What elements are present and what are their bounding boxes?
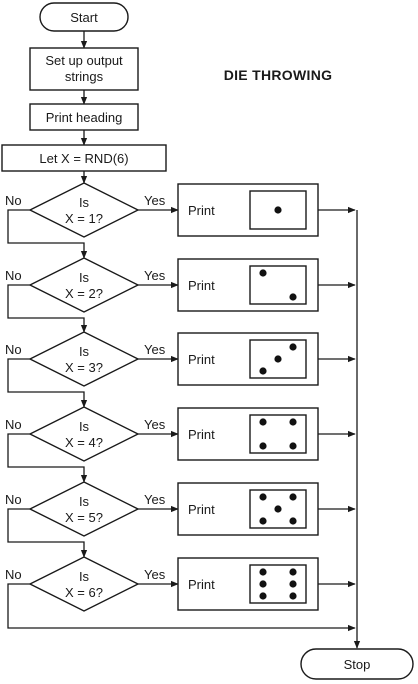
decision-condition-label-6: X = 6? bbox=[65, 585, 103, 600]
die-pip-5-3 bbox=[274, 505, 282, 513]
die-pip-5-2 bbox=[289, 493, 297, 501]
setup-label-line-2: strings bbox=[65, 69, 104, 84]
die-pip-5-5 bbox=[289, 517, 297, 525]
print-label-6: Print bbox=[188, 577, 215, 592]
die-pip-6-4 bbox=[289, 580, 297, 588]
no-label-5: No bbox=[5, 492, 22, 507]
die-pip-6-1 bbox=[259, 568, 267, 576]
setup-box bbox=[29, 47, 139, 91]
decision-condition-label-2: X = 2? bbox=[65, 286, 103, 301]
decision-is-label-3: Is bbox=[79, 344, 90, 359]
yes-label-4: Yes bbox=[144, 417, 166, 432]
print-label-2: Print bbox=[188, 278, 215, 293]
no-branch-line-5 bbox=[7, 508, 88, 558]
die-pip-6-6 bbox=[289, 592, 297, 600]
yes-label-6: Yes bbox=[144, 567, 166, 582]
die-pip-4-2 bbox=[289, 418, 297, 426]
decision-diamond-1 bbox=[28, 182, 140, 238]
no-label-1: No bbox=[5, 193, 22, 208]
no-label-4: No bbox=[5, 417, 22, 432]
decision-is-label-2: Is bbox=[79, 270, 90, 285]
yes-label-3: Yes bbox=[144, 342, 166, 357]
die-pip-5-4 bbox=[259, 517, 267, 525]
decision-diamond-6 bbox=[28, 556, 140, 612]
decision-diamond-3 bbox=[28, 331, 140, 387]
print-label-3: Print bbox=[188, 352, 215, 367]
decision-condition-label-1: X = 1? bbox=[65, 211, 103, 226]
no-label-2: No bbox=[5, 268, 22, 283]
no-branch-line-3 bbox=[7, 358, 88, 408]
yes-label-2: Yes bbox=[144, 268, 166, 283]
start-label: Start bbox=[70, 10, 98, 25]
setup-label-line-1: Set up output bbox=[45, 53, 123, 68]
die-pip-1-1 bbox=[274, 206, 282, 214]
die-pip-6-2 bbox=[289, 568, 297, 576]
die-pip-6-5 bbox=[259, 592, 267, 600]
no-branch-line-1 bbox=[7, 209, 88, 259]
no-label-6: No bbox=[5, 567, 22, 582]
die-pip-4-1 bbox=[259, 418, 267, 426]
print-label-1: Print bbox=[188, 203, 215, 218]
die-face-1 bbox=[249, 190, 307, 230]
stop-terminator bbox=[300, 648, 414, 680]
die-pip-6-3 bbox=[259, 580, 267, 588]
decision-is-label-1: Is bbox=[79, 195, 90, 210]
die-pip-4-3 bbox=[259, 442, 267, 450]
decision-diamond-5 bbox=[28, 481, 140, 537]
yes-label-1: Yes bbox=[144, 193, 166, 208]
no-branch-line-2 bbox=[7, 284, 88, 333]
decision-diamond-4 bbox=[28, 406, 140, 462]
decision-diamond-2 bbox=[28, 257, 140, 313]
no-label-3: No bbox=[5, 342, 22, 357]
print-label-5: Print bbox=[188, 502, 215, 517]
die-face-6 bbox=[249, 564, 307, 604]
no-branch-line-4 bbox=[7, 433, 88, 483]
let-x-box bbox=[1, 144, 167, 172]
decision-is-label-6: Is bbox=[79, 569, 90, 584]
diagram-title: DIE THROWING bbox=[224, 67, 333, 83]
die-pip-3-2 bbox=[274, 355, 282, 363]
die-pip-2-1 bbox=[259, 269, 267, 277]
die-pip-4-4 bbox=[289, 442, 297, 450]
decision-condition-label-4: X = 4? bbox=[65, 435, 103, 450]
die-face-2 bbox=[249, 265, 307, 305]
decision-condition-label-5: X = 5? bbox=[65, 510, 103, 525]
die-pip-2-2 bbox=[289, 293, 297, 301]
let-x-label: Let X = RND(6) bbox=[39, 151, 128, 166]
die-pip-3-1 bbox=[259, 367, 267, 375]
stop-label: Stop bbox=[344, 657, 371, 672]
no-branch-line-6 bbox=[7, 583, 356, 632]
die-face-5 bbox=[249, 489, 307, 529]
yes-label-5: Yes bbox=[144, 492, 166, 507]
die-face-4 bbox=[249, 414, 307, 454]
print-label-4: Print bbox=[188, 427, 215, 442]
decision-is-label-4: Is bbox=[79, 419, 90, 434]
decision-condition-label-3: X = 3? bbox=[65, 360, 103, 375]
decision-is-label-5: Is bbox=[79, 494, 90, 509]
die-pip-3-3 bbox=[289, 343, 297, 351]
print-heading-label: Print heading bbox=[46, 110, 123, 125]
die-pip-5-1 bbox=[259, 493, 267, 501]
